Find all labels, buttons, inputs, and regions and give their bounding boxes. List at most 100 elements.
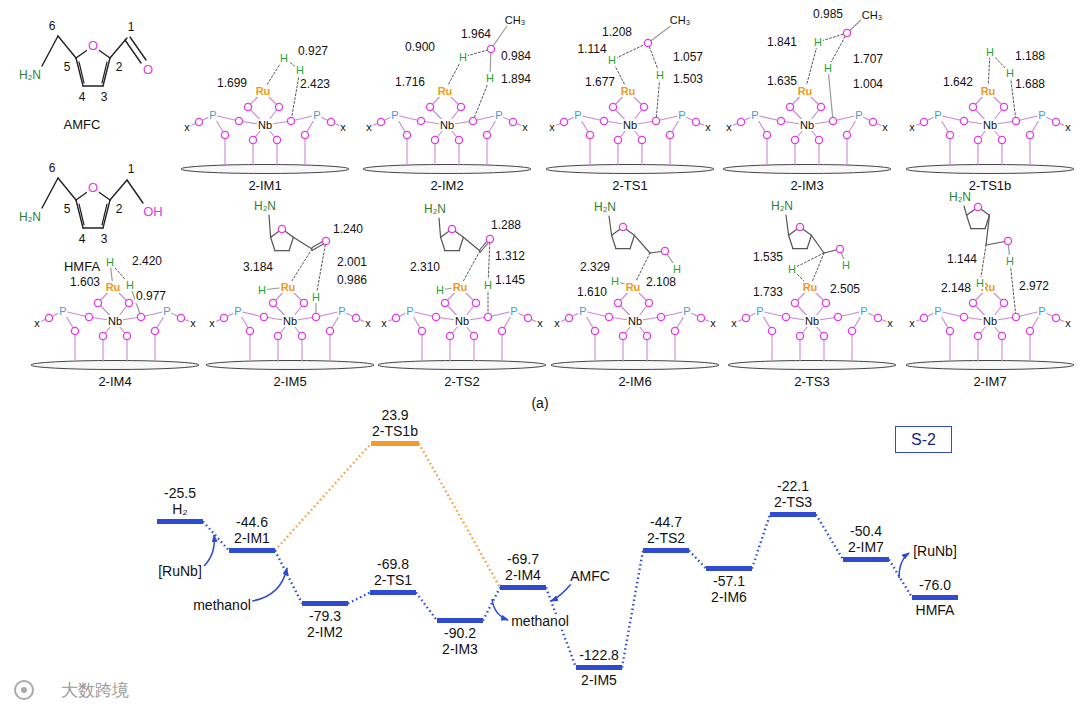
oxygen-atom	[645, 299, 652, 306]
hydrogen-label: H	[311, 291, 321, 303]
oxygen-atom	[377, 118, 384, 125]
bond-length: 1.733	[752, 286, 784, 299]
bond-length: 1.503	[672, 73, 704, 86]
state-name: 2-IM1	[234, 530, 270, 546]
oxygen-atom	[298, 332, 305, 339]
support-surface	[378, 361, 546, 370]
ring-bond	[76, 200, 83, 228]
pathway-connector	[203, 522, 229, 551]
bond-length: 1.603	[69, 276, 101, 289]
oxygen-atom	[220, 314, 227, 321]
phosphorus-label: P	[312, 109, 321, 121]
support-surface	[206, 361, 374, 370]
double-bond	[79, 204, 84, 225]
bond-length: 0.985	[812, 8, 844, 21]
bond-length: 0.986	[336, 274, 368, 287]
bond-line	[127, 180, 143, 203]
bond-line	[771, 331, 772, 361]
oxygen-label: O	[87, 181, 99, 195]
oxygen-atom	[312, 313, 319, 320]
phosphorus-label: P	[162, 305, 171, 317]
bond-line	[58, 36, 76, 58]
bond-length: 2.420	[131, 255, 163, 268]
reagent-arrow	[252, 568, 287, 601]
oxygen-atom	[249, 136, 256, 143]
energy-level: -79.32-IM2	[302, 599, 348, 640]
bond-length: 1.004	[852, 78, 884, 91]
oxygen-atom	[151, 327, 158, 334]
oxygen-atom	[657, 313, 664, 320]
pathway-connector	[275, 551, 302, 604]
terminal-label: x	[365, 121, 373, 133]
bond-line	[589, 135, 590, 165]
bond-line	[154, 331, 155, 361]
oxygen-atom	[275, 103, 282, 110]
reagent-arrow	[204, 535, 214, 566]
hydrogen-label: H	[787, 263, 797, 275]
terminal-label: x	[553, 317, 561, 329]
bond-length: 1.635	[766, 75, 798, 88]
oxygen-atom	[457, 103, 464, 110]
niobium-label: Nb	[622, 119, 638, 131]
terminal-label: x	[908, 121, 916, 133]
oxygen-label: OH	[142, 205, 164, 219]
support-surface	[728, 361, 896, 370]
niobium-label: Nb	[282, 315, 298, 327]
oxygen-atom	[782, 313, 789, 320]
oxygen-atom	[786, 103, 793, 110]
atom-number: 1	[127, 21, 136, 34]
oxygen-atom	[946, 131, 953, 138]
ring-bond	[612, 235, 616, 248]
bond-length: 1.312	[494, 250, 526, 263]
atom-number: 3	[100, 91, 109, 104]
bond-line	[304, 135, 305, 165]
oxygen-atom	[418, 327, 425, 334]
energy-value: -57.1	[713, 573, 745, 589]
bond-line	[828, 68, 833, 121]
level-bar	[843, 557, 889, 562]
level-bar	[500, 585, 546, 590]
ring-bond	[445, 250, 459, 251]
ruthenium-label: Ru	[105, 281, 122, 293]
oxygen-atom	[125, 299, 132, 306]
bond-line	[766, 135, 767, 165]
bond-length: 1.144	[946, 253, 978, 266]
oxygen-atom	[137, 313, 144, 320]
amine-group: H₂N	[948, 191, 972, 204]
oxygen-atom	[600, 117, 607, 124]
oxygen-atom	[768, 327, 775, 334]
bond-length: 1.288	[490, 219, 522, 232]
atom-number: 4	[78, 233, 87, 246]
annotation: AMFC	[569, 569, 611, 584]
support-surface	[363, 165, 531, 174]
oxygen-atom	[796, 223, 803, 230]
energy-level: -76.0HMFA	[912, 577, 958, 618]
oxygen-atom	[920, 118, 927, 125]
level-bar	[302, 601, 348, 606]
oxygen-label: O	[142, 63, 154, 77]
oxygen-atom	[301, 131, 308, 138]
ring-bond	[103, 58, 110, 86]
bond-line	[130, 37, 146, 60]
level-bar	[576, 665, 622, 670]
hydrogen-label: H	[1005, 255, 1015, 267]
amine-group: H₂N	[770, 200, 794, 213]
bond-length: 2.001	[336, 256, 368, 269]
watermark-icon	[15, 681, 33, 699]
oxygen-atom	[392, 314, 399, 321]
oxygen-atom	[431, 136, 438, 143]
structure-label: 2-TS1b	[968, 179, 1013, 193]
terminal-label: x	[536, 317, 544, 329]
oxygen-atom	[560, 118, 567, 125]
state-name: 2-TS1b	[372, 423, 418, 439]
reagent-arrow	[899, 553, 909, 578]
reagent-arrow	[551, 584, 571, 601]
structure-label: 2-IM7	[972, 375, 1007, 389]
bond-length: 2.329	[579, 261, 611, 274]
bond-length: 1.964	[460, 28, 492, 41]
oxygen-atom	[742, 314, 749, 321]
niobium-label: Nb	[107, 315, 123, 327]
level-bar	[437, 618, 483, 623]
terminal-label: x	[189, 317, 197, 329]
oxygen-atom	[874, 314, 881, 321]
